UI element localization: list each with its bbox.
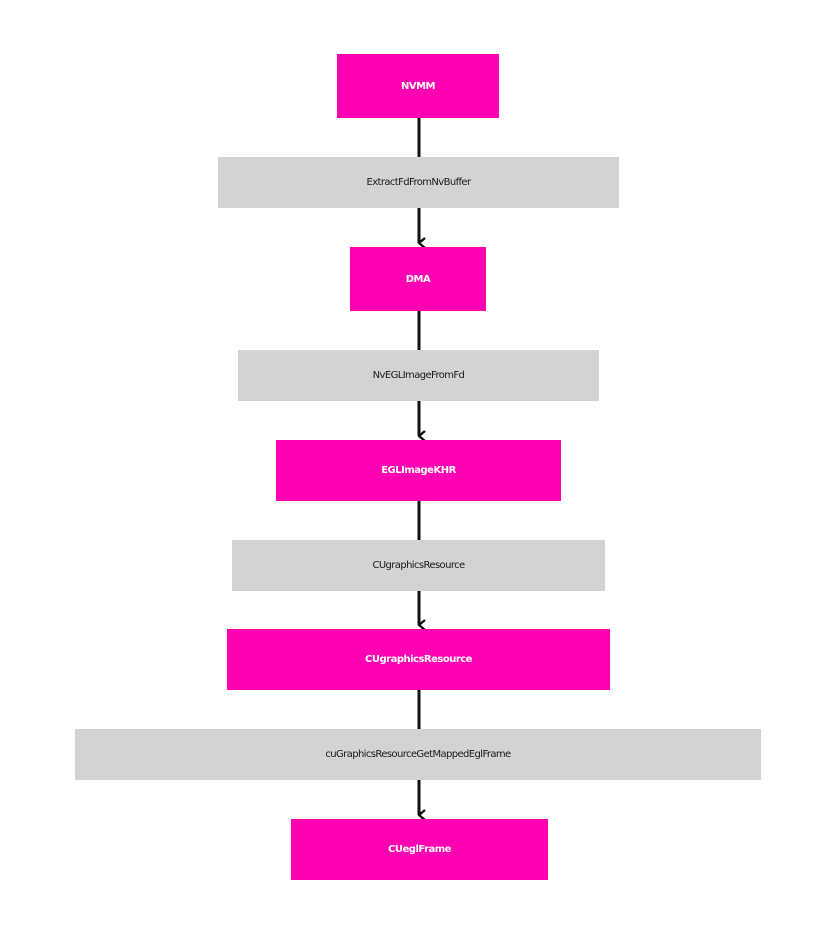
node-cueglframe: CUeglFrame (291, 819, 548, 880)
edge-label-cugraphicsresource: CUgraphicsResource (232, 540, 605, 591)
node-nvmm: NVMM (337, 54, 499, 118)
node-eglimagekhr: EGLImageKHR (276, 440, 561, 501)
edge-label-extractfdfromnvbuffer: ExtractFdFromNvBuffer (218, 157, 619, 208)
edge-label-cugraphicsresourcegetmappedeglframe: cuGraphicsResourceGetMappedEglFrame (75, 729, 761, 780)
edge-label-nveglimagefromfd: NvEGLImageFromFd (238, 350, 599, 401)
node-dma: DMA (350, 247, 486, 311)
node-cugraphicsresource: CUgraphicsResource (227, 629, 610, 690)
